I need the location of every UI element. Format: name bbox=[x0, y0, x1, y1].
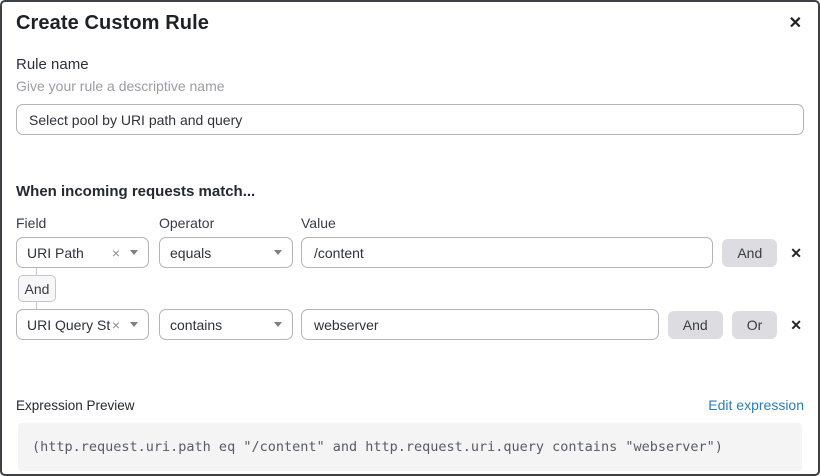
field-select-value: URI Query St... bbox=[27, 316, 110, 333]
dialog-header: Create Custom Rule ✕ bbox=[16, 12, 804, 35]
page-title: Create Custom Rule bbox=[16, 12, 209, 34]
rule-name-hint: Give your rule a descriptive name bbox=[16, 78, 225, 94]
operator-select-value: contains bbox=[170, 316, 223, 333]
value-input[interactable] bbox=[301, 309, 659, 340]
column-labels: Field Operator Value bbox=[16, 215, 804, 231]
row-connector: And bbox=[16, 268, 804, 309]
operator-select[interactable]: contains bbox=[159, 309, 293, 340]
rule-name-label: Rule name bbox=[16, 56, 89, 73]
delete-row-icon[interactable]: ✕ bbox=[790, 316, 802, 333]
chevron-down-icon bbox=[274, 322, 282, 327]
and-button[interactable]: And bbox=[722, 238, 778, 267]
or-button[interactable]: Or bbox=[731, 310, 778, 339]
chevron-down-icon bbox=[274, 250, 282, 255]
expression-preview-header: Expression Preview Edit expression bbox=[16, 397, 804, 413]
chevron-down-icon bbox=[130, 250, 138, 255]
delete-row-icon[interactable]: ✕ bbox=[790, 244, 802, 261]
expression-code: (http.request.uri.path eq "/content" and… bbox=[18, 423, 802, 471]
expression-preview-label: Expression Preview bbox=[16, 398, 135, 413]
operator-select[interactable]: equals bbox=[159, 237, 293, 268]
operator-select-value: equals bbox=[170, 244, 212, 261]
field-select-value: URI Path bbox=[27, 244, 84, 261]
chevron-down-icon bbox=[130, 322, 138, 327]
connector-line bbox=[36, 302, 37, 309]
and-button[interactable]: And bbox=[667, 310, 723, 339]
operator-column-label: Operator bbox=[159, 215, 215, 231]
connector-and-badge: And bbox=[18, 275, 56, 302]
rule-name-section: Rule name Give your rule a descriptive n… bbox=[16, 56, 804, 135]
clear-selection-icon[interactable]: × bbox=[111, 244, 120, 261]
field-select[interactable]: URI Query St... × bbox=[16, 309, 149, 340]
field-select[interactable]: URI Path × bbox=[16, 237, 149, 268]
close-icon[interactable]: ✕ bbox=[788, 15, 802, 32]
rule-name-input[interactable] bbox=[16, 104, 804, 135]
rule-row: URI Query St... × contains And Or ✕ bbox=[16, 309, 804, 340]
field-column-label: Field bbox=[16, 215, 47, 231]
edit-expression-link[interactable]: Edit expression bbox=[708, 397, 804, 413]
value-column-label: Value bbox=[301, 215, 336, 231]
value-input[interactable] bbox=[301, 237, 714, 268]
clear-selection-icon[interactable]: × bbox=[111, 316, 120, 333]
rule-row: URI Path × equals And ✕ bbox=[16, 237, 804, 268]
match-heading: When incoming requests match... bbox=[16, 183, 256, 200]
connector-line bbox=[36, 268, 37, 275]
